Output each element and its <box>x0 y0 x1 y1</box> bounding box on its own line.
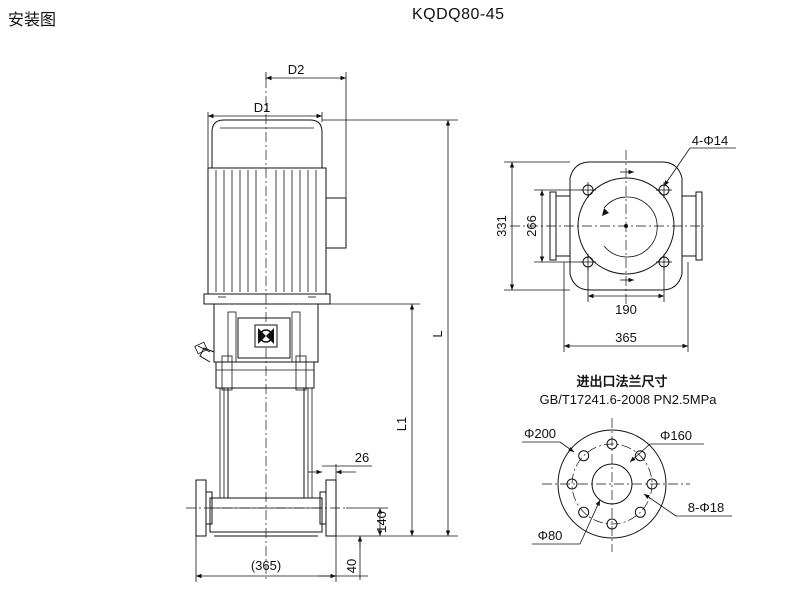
dim-phi80: Φ80 <box>538 528 563 543</box>
motor-cap <box>211 119 323 169</box>
dim-d2: D2 <box>288 62 305 77</box>
motor-fins <box>215 170 317 292</box>
base-top-view-dimensions: 4-Φ14 331 266 190 365 <box>494 133 736 352</box>
dim-l: L <box>430 330 445 337</box>
dim-l1: L1 <box>394 417 409 431</box>
dim-365-paren: (365) <box>251 558 281 573</box>
dim-8-phi18: 8-Φ18 <box>688 500 724 515</box>
base-plate <box>569 161 683 291</box>
section-title: 安装图 <box>8 12 57 29</box>
flange-title-block: 进出口法兰尺寸 GB/T17241.6-2008 PN2.5MPa <box>539 374 717 407</box>
dim-140: 140 <box>374 511 389 533</box>
dim-26: 26 <box>355 450 369 465</box>
dim-331: 331 <box>494 215 509 237</box>
flange-view <box>542 418 690 552</box>
flange-dimensions: Φ200 Φ160 8-Φ18 Φ80 <box>522 426 732 545</box>
dim-266: 266 <box>524 215 539 237</box>
dim-40: 40 <box>344 559 359 573</box>
flange-bolt-holes <box>566 438 658 530</box>
pump-front-view <box>186 78 347 580</box>
kq-logo-icon <box>254 324 278 348</box>
coupling-window <box>237 317 291 359</box>
dim-d1: D1 <box>254 100 271 115</box>
dim-190: 190 <box>615 302 637 317</box>
upper-stage-flange <box>215 361 315 389</box>
dim-phi160: Φ160 <box>660 428 692 443</box>
model-title: KQDQ80-45 <box>412 6 505 23</box>
dim-4-phi14: 4-Φ14 <box>692 133 728 148</box>
flange-title: 进出口法兰尺寸 <box>576 374 667 389</box>
base-top-view <box>510 150 704 306</box>
vent-valve <box>194 341 215 363</box>
front-view-dimensions: D2 D1 L L1 26 140 40 (365) <box>195 62 458 582</box>
dim-365: 365 <box>615 330 637 345</box>
terminal-box <box>325 197 347 249</box>
flange-bolt-circle <box>571 443 653 525</box>
dim-phi200: Φ200 <box>524 426 556 441</box>
flange-outer-circle <box>557 429 667 539</box>
motor-flange <box>203 293 331 305</box>
flange-standard: GB/T17241.6-2008 PN2.5MPa <box>539 392 717 407</box>
flange-bore-circle <box>591 463 633 505</box>
